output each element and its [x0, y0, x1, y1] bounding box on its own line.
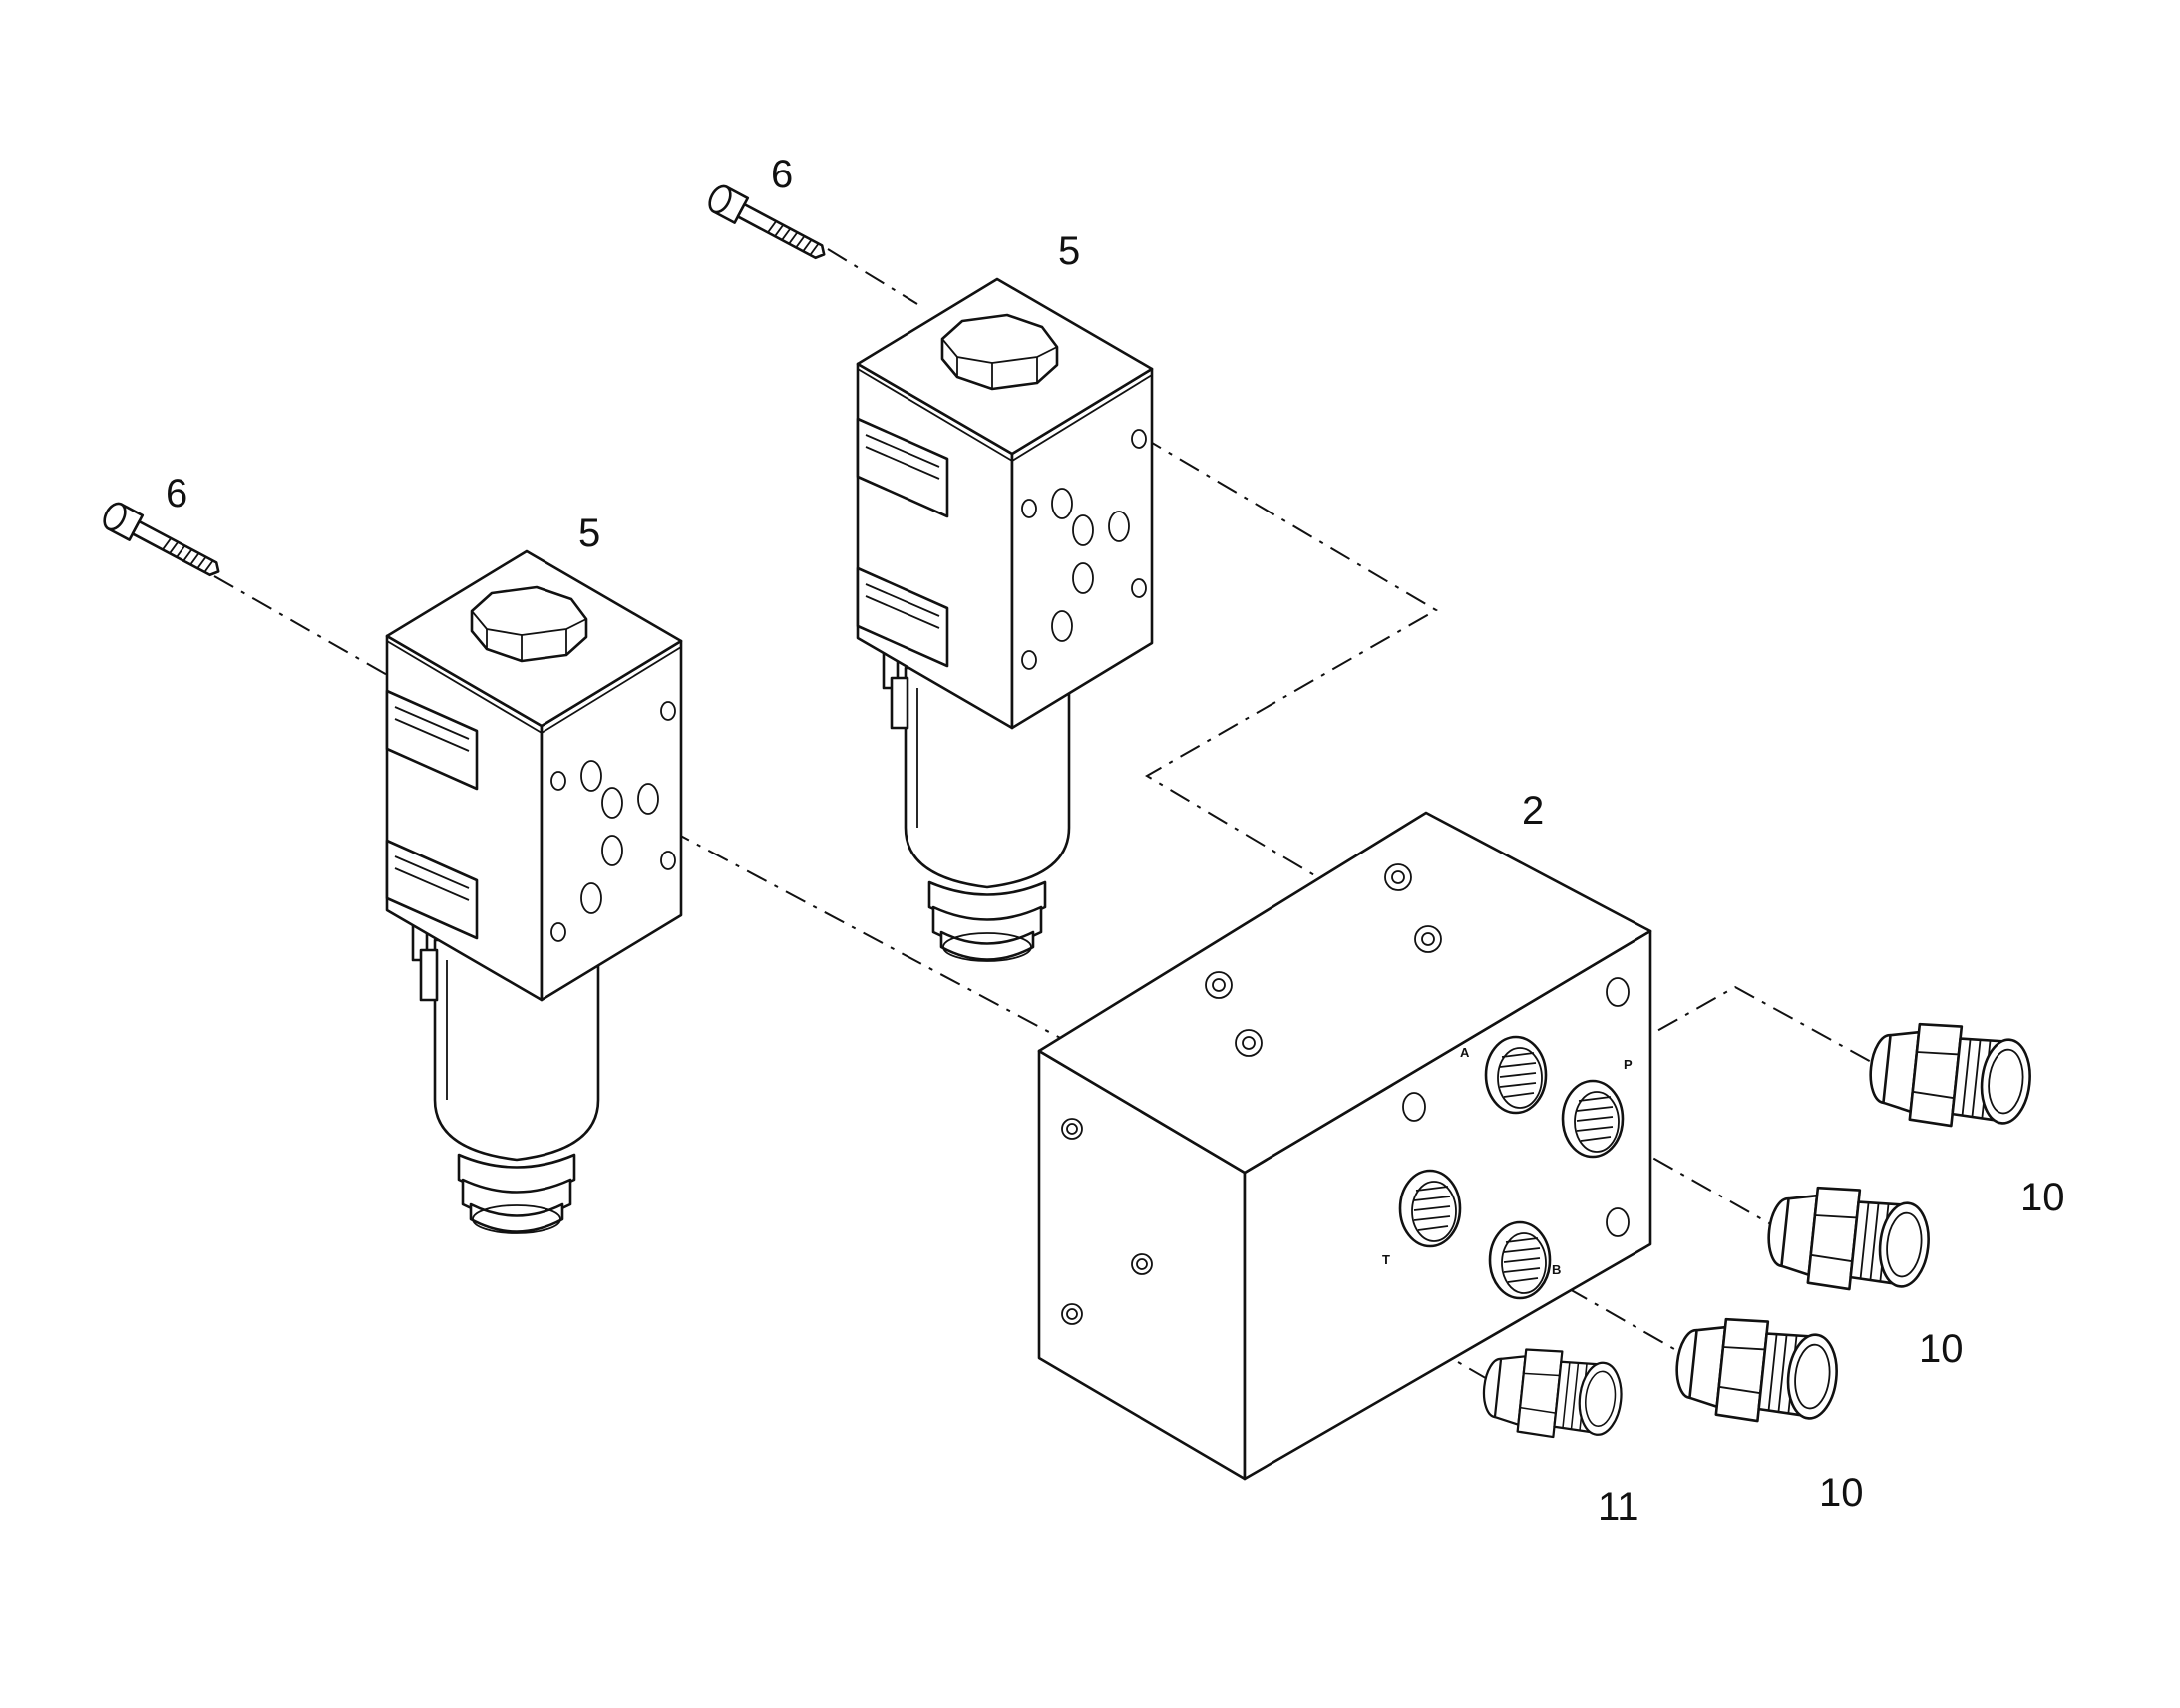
fitting-middle	[1762, 1180, 1935, 1299]
manifold-block: A P T B	[1037, 811, 1652, 1481]
callout-screw-left: 6	[166, 472, 187, 515]
port-label-a: A	[1460, 1045, 1470, 1060]
port-label-p: P	[1624, 1057, 1633, 1072]
port-t	[1398, 1169, 1462, 1248]
callout-valve-left: 5	[578, 512, 600, 555]
assembly-line-screw-left	[213, 575, 390, 677]
cap-screw-left	[99, 499, 227, 586]
callout-manifold: 2	[1522, 789, 1544, 833]
solenoid-valve-right	[856, 277, 1154, 963]
port-label-t: T	[1382, 1252, 1390, 1267]
assembly-line-screw-right	[827, 248, 918, 305]
assembly-line-port-b	[1567, 1287, 1696, 1362]
port-b	[1488, 1220, 1552, 1300]
callout-fitting-1: 10	[2020, 1176, 2065, 1219]
assembly-line-port-a	[1543, 985, 1896, 1096]
fitting-upper	[1864, 1016, 2036, 1136]
callout-screw-right: 6	[771, 153, 793, 196]
assembly-line-valve-right	[1141, 436, 1438, 883]
callout-fitting-4: 11	[1598, 1485, 1639, 1529]
callout-fitting-3: 10	[1819, 1471, 1864, 1515]
callout-fitting-2: 10	[1919, 1327, 1964, 1371]
solenoid-valve-left	[385, 549, 683, 1235]
fitting-small	[1478, 1342, 1627, 1445]
callout-valve-right: 5	[1058, 229, 1080, 273]
port-p	[1561, 1079, 1625, 1159]
port-a	[1484, 1035, 1548, 1115]
cap-screw-right	[704, 181, 833, 269]
port-label-b: B	[1552, 1262, 1561, 1277]
fitting-lower	[1670, 1311, 1843, 1431]
